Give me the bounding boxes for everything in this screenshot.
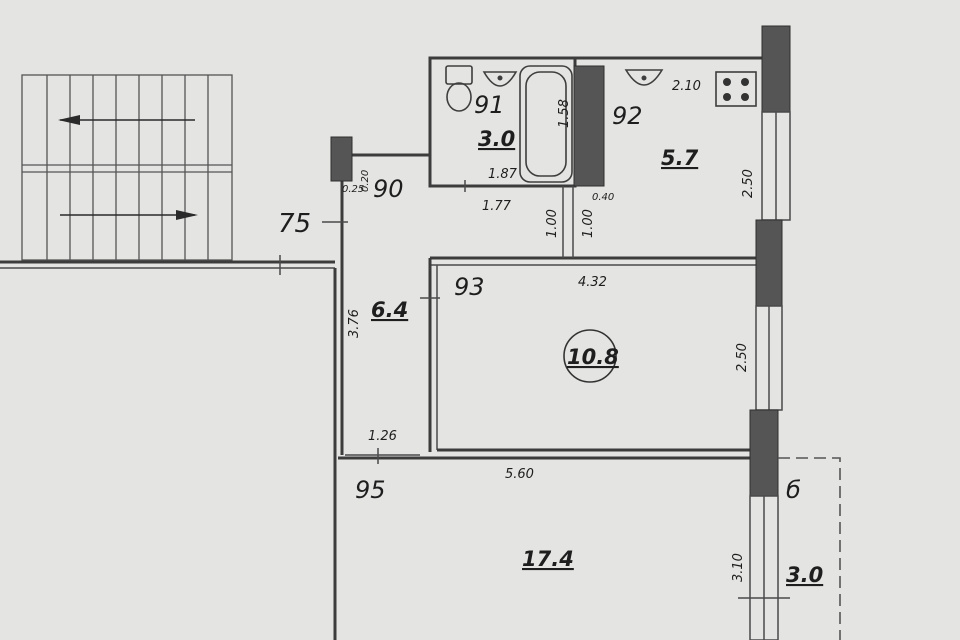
dim-room-side: 2.50 — [735, 343, 750, 372]
balcony-letter: б — [786, 476, 801, 504]
dim-hall-length: 3.76 — [347, 309, 362, 338]
stair-arrow-left-icon — [58, 115, 195, 125]
wall-pillar-left — [330, 136, 353, 182]
room-number-95: 95 — [355, 476, 386, 504]
sink-icon — [482, 71, 518, 87]
balcony-outline — [778, 457, 841, 640]
facade-wall — [738, 25, 791, 640]
dim-bath-width: 1.87 — [488, 167, 518, 182]
toilet-icon — [445, 65, 473, 112]
room-number-91: 91 — [474, 91, 505, 119]
dim-kitchen-side: 2.50 — [741, 169, 756, 198]
apartment-number-75: 75 — [278, 209, 311, 239]
area-bathroom: 3.0 — [478, 127, 515, 151]
stove-icon — [715, 71, 757, 107]
wall-pillar-kitchen — [573, 65, 605, 187]
dim-corridor-width: 1.77 — [482, 199, 512, 214]
stairwell — [21, 74, 233, 261]
area-kitchen: 5.7 — [661, 146, 699, 170]
area-circle — [563, 329, 617, 383]
area-room-medium: 10.8 — [567, 345, 619, 369]
room-number-93: 93 — [454, 273, 485, 301]
dim-room-width: 4.32 — [578, 275, 607, 290]
dim-door-100a: 1.00 — [545, 209, 560, 238]
dim-bath-height: 1.58 — [557, 99, 572, 128]
room-number-92: 92 — [612, 102, 643, 130]
room-number-90: 90 — [373, 175, 404, 203]
dim-wall-025: 0.25 — [342, 184, 364, 195]
dim-big-room-side: 3.10 — [731, 553, 746, 582]
area-balcony: 3.0 — [786, 563, 823, 587]
area-hall: 6.4 — [371, 298, 408, 322]
area-room-large: 17.4 — [522, 547, 574, 571]
dim-hall-width: 1.26 — [368, 429, 397, 444]
dim-wall-020: 0.20 — [360, 170, 371, 192]
stair-arrow-right-icon — [60, 210, 198, 220]
dim-big-room-width: 5.60 — [505, 467, 534, 482]
bathtub-icon — [519, 65, 573, 183]
dim-kitchen-top: 2.10 — [672, 79, 701, 94]
landing-walls — [0, 255, 337, 640]
stair-treads — [46, 75, 209, 260]
kitchen-sink-icon — [624, 69, 664, 86]
apartment-walls — [322, 56, 770, 464]
dim-door-100b: 1.00 — [581, 209, 596, 238]
dim-wall-040: 0.40 — [592, 192, 614, 203]
